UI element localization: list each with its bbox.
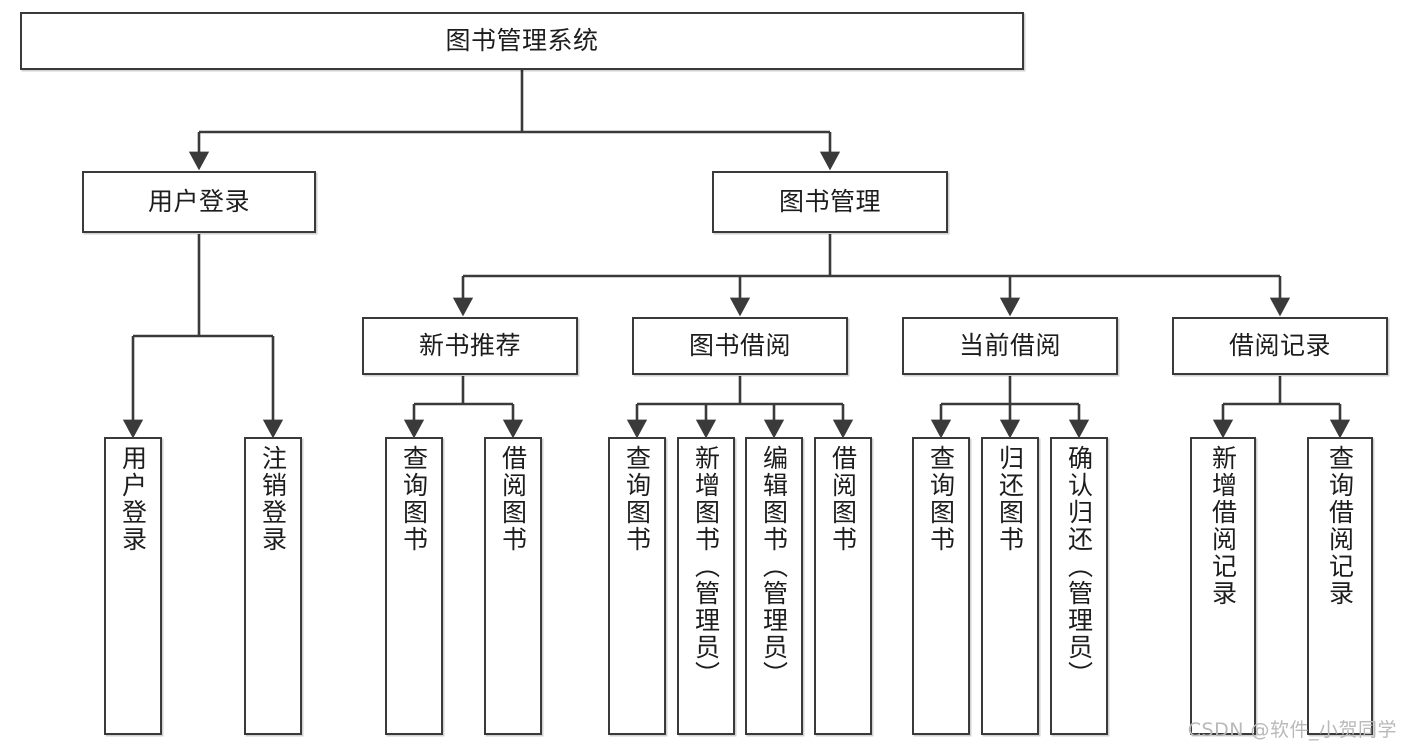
node-leaf-query-book-3-label: 查询图书 bbox=[926, 445, 956, 553]
node-leaf-query-book-1[interactable]: 查询图书 bbox=[385, 437, 443, 735]
node-new-book-rec[interactable]: 新书推荐 bbox=[362, 317, 578, 375]
node-leaf-edit-book-label: 编辑图书（管理员） bbox=[759, 445, 789, 688]
node-leaf-add-record[interactable]: 新增借阅记录 bbox=[1190, 437, 1256, 735]
node-new-book-rec-label: 新书推荐 bbox=[418, 331, 521, 360]
node-leaf-add-book[interactable]: 新增图书（管理员） bbox=[677, 437, 735, 735]
node-leaf-query-record-label: 查询借阅记录 bbox=[1325, 445, 1355, 607]
node-root-label: 图书管理系统 bbox=[445, 26, 599, 55]
node-book-manage[interactable]: 图书管理 bbox=[712, 171, 948, 233]
node-leaf-edit-book[interactable]: 编辑图书（管理员） bbox=[745, 437, 803, 735]
node-leaf-confirm-return[interactable]: 确认归还（管理员） bbox=[1050, 437, 1108, 735]
node-leaf-return-book[interactable]: 归还图书 bbox=[981, 437, 1039, 735]
node-leaf-user-login-label: 用户登录 bbox=[118, 445, 148, 553]
node-leaf-borrow-book-1[interactable]: 借阅图书 bbox=[484, 437, 542, 735]
node-user-login-label: 用户登录 bbox=[147, 187, 250, 216]
node-leaf-query-book-3[interactable]: 查询图书 bbox=[912, 437, 970, 735]
csdn-watermark: CSDN @软件_小贺同学 bbox=[1187, 719, 1397, 741]
node-leaf-query-book-2-label: 查询图书 bbox=[622, 445, 652, 553]
node-current-borrow-label: 当前借阅 bbox=[958, 331, 1061, 360]
node-leaf-logout-login[interactable]: 注销登录 bbox=[244, 437, 302, 735]
node-borrow-record-label: 借阅记录 bbox=[1228, 331, 1331, 360]
node-root[interactable]: 图书管理系统 bbox=[20, 12, 1024, 70]
node-leaf-logout-login-label: 注销登录 bbox=[258, 445, 288, 553]
node-book-manage-label: 图书管理 bbox=[778, 187, 881, 216]
node-leaf-borrow-book-2[interactable]: 借阅图书 bbox=[814, 437, 872, 735]
node-user-login[interactable]: 用户登录 bbox=[82, 171, 316, 233]
node-leaf-user-login[interactable]: 用户登录 bbox=[104, 437, 162, 735]
node-book-borrow[interactable]: 图书借阅 bbox=[632, 317, 848, 375]
node-leaf-query-book-2[interactable]: 查询图书 bbox=[608, 437, 666, 735]
node-leaf-add-record-label: 新增借阅记录 bbox=[1208, 445, 1238, 607]
node-leaf-borrow-book-1-label: 借阅图书 bbox=[498, 445, 528, 553]
node-borrow-record[interactable]: 借阅记录 bbox=[1172, 317, 1388, 375]
node-leaf-confirm-return-label: 确认归还（管理员） bbox=[1064, 445, 1094, 688]
node-leaf-borrow-book-2-label: 借阅图书 bbox=[828, 445, 858, 553]
node-leaf-query-book-1-label: 查询图书 bbox=[399, 445, 429, 553]
node-leaf-return-book-label: 归还图书 bbox=[995, 445, 1025, 553]
node-book-borrow-label: 图书借阅 bbox=[688, 331, 791, 360]
node-current-borrow[interactable]: 当前借阅 bbox=[902, 317, 1118, 375]
node-leaf-add-book-label: 新增图书（管理员） bbox=[691, 445, 721, 688]
node-leaf-query-record[interactable]: 查询借阅记录 bbox=[1307, 437, 1373, 735]
